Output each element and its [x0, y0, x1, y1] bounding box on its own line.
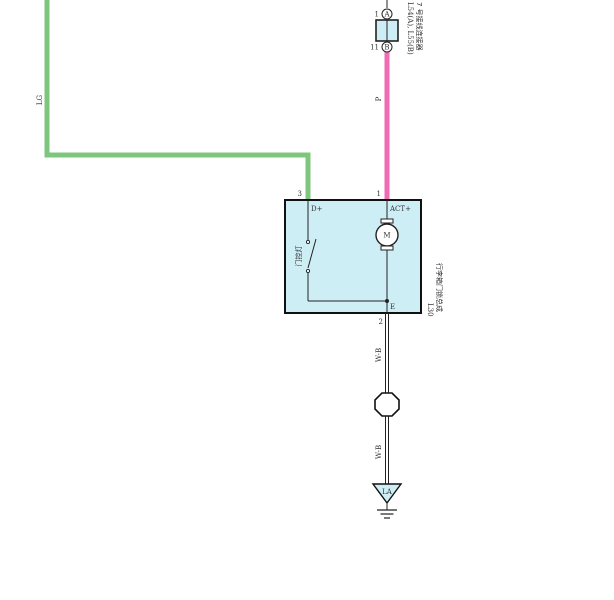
connector-pin-b-label: B	[384, 44, 389, 52]
ground-point-la: LA	[371, 483, 403, 519]
motor-brush-bottom	[380, 245, 394, 251]
pin-act-number: 1	[377, 190, 381, 198]
connector-name: 7 号接线连接器	[415, 2, 424, 51]
pin-d-number: 3	[298, 190, 302, 198]
connector-pin-b-number: 11	[370, 44, 379, 52]
wire-lg-label: LG	[36, 94, 44, 105]
splice-octagon	[374, 392, 400, 417]
switch-contact-top	[305, 239, 311, 245]
switch-contact-bottom	[305, 268, 311, 274]
switch-label: 门控灯	[294, 246, 303, 267]
module-code: L30	[426, 303, 434, 317]
connector-l54-l55: A 1 B 11 L54(A), L55(B) 7 号接线连接器	[370, 0, 424, 55]
wire-wb-upper-label: W-B	[375, 348, 383, 362]
pin-e-number: 2	[379, 318, 383, 326]
junction-node	[385, 299, 389, 303]
trunk-lock-assembly: 3 D+ 1 ACT+ 门控灯 M E 2 L30 行李箱门锁总成	[284, 190, 444, 326]
ground-triangle	[371, 483, 403, 505]
wire-wb-ground: W-B W-B	[374, 313, 400, 484]
ground-label: LA	[382, 488, 393, 496]
pin-act-label: ACT+	[389, 205, 411, 213]
connector-pin-b	[381, 41, 393, 53]
door-switch	[307, 238, 317, 269]
module-name: 行李箱门锁总成	[435, 263, 444, 312]
connector-code: L54(A), L55(B)	[406, 2, 414, 55]
wire-lg-green	[44, 0, 311, 200]
pin-e-label: E	[390, 303, 395, 311]
pin-d-label: D+	[311, 205, 323, 213]
wire-wb-lower-label: W-B	[375, 445, 383, 459]
wire-p-label: P	[375, 96, 383, 101]
module-body	[284, 199, 422, 314]
motor-brush-top	[380, 218, 394, 224]
connector-pin-a-label: A	[383, 11, 390, 19]
connector-pin-a-number: 1	[375, 11, 379, 19]
motor-label: M	[383, 232, 390, 240]
